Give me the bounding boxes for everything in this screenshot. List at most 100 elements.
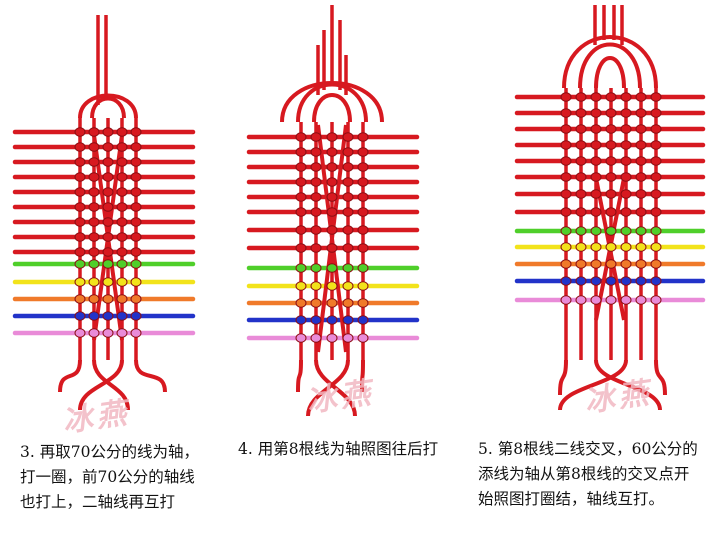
knot (342, 207, 354, 217)
knot (635, 189, 647, 199)
knot (357, 263, 369, 273)
knot (342, 315, 354, 325)
knot (620, 259, 632, 269)
knot (74, 277, 86, 287)
knot (74, 311, 86, 321)
knot (560, 108, 572, 118)
knot (605, 189, 617, 199)
knot (650, 92, 662, 102)
bottom-strand (134, 359, 167, 393)
caption-line: 添线为轴从第8根线的交叉点开 (478, 465, 690, 483)
knot (560, 226, 572, 236)
knot (575, 124, 587, 134)
knot (342, 333, 354, 343)
knot (116, 142, 128, 152)
knot (295, 333, 307, 343)
knot (635, 124, 647, 134)
caption-line: 4. 用第8根线为轴照图往后打 (238, 440, 439, 458)
knot (620, 140, 632, 150)
knot (342, 243, 354, 253)
knot (88, 247, 100, 257)
knot (590, 156, 602, 166)
knot (605, 124, 617, 134)
knot (650, 259, 662, 269)
knot (88, 202, 100, 212)
knot (357, 298, 369, 308)
knot (620, 172, 632, 182)
knot (620, 226, 632, 236)
knot (620, 207, 632, 217)
knot (326, 162, 338, 172)
knot (310, 333, 322, 343)
knot (620, 242, 632, 252)
knot (130, 187, 142, 197)
knot (116, 157, 128, 167)
knot (590, 259, 602, 269)
knot (326, 243, 338, 253)
knot (357, 243, 369, 253)
knot (88, 277, 100, 287)
knot (295, 192, 307, 202)
bottom-strand (360, 359, 365, 393)
knot (88, 157, 100, 167)
knot (326, 225, 338, 235)
knot (342, 132, 354, 142)
top-loop (594, 56, 626, 89)
knot (102, 294, 114, 304)
knot (635, 295, 647, 305)
knot (102, 142, 114, 152)
knot (295, 225, 307, 235)
knot (650, 295, 662, 305)
knot (310, 263, 322, 273)
top-loop (312, 93, 352, 123)
knot (342, 281, 354, 291)
knot (102, 311, 114, 321)
knot (605, 207, 617, 217)
knot (326, 333, 338, 343)
knot (74, 232, 86, 242)
knot (326, 132, 338, 142)
cross-cord (316, 124, 348, 353)
knot (650, 124, 662, 134)
knot (310, 147, 322, 157)
knot (326, 315, 338, 325)
knot (605, 172, 617, 182)
knot (88, 127, 100, 137)
knot (357, 315, 369, 325)
knot (74, 247, 86, 257)
knot (310, 315, 322, 325)
bottom-strand (78, 359, 124, 411)
knot (575, 92, 587, 102)
knot (295, 177, 307, 187)
knot (635, 92, 647, 102)
knot (102, 328, 114, 338)
knot (88, 259, 100, 269)
knot (575, 189, 587, 199)
knot (342, 298, 354, 308)
knot (102, 172, 114, 182)
knot (116, 172, 128, 182)
bottom-strand (654, 359, 667, 396)
knot (590, 124, 602, 134)
knot (116, 277, 128, 287)
knot (650, 242, 662, 252)
knot (605, 226, 617, 236)
knot (295, 147, 307, 157)
caption-line: 也打上，二轴线再互打 (20, 493, 176, 511)
knot (116, 217, 128, 227)
bottom-strand (306, 359, 350, 417)
knot (130, 277, 142, 287)
knot (88, 311, 100, 321)
knot (560, 276, 572, 286)
knot (102, 217, 114, 227)
knot (326, 281, 338, 291)
top-loop (578, 42, 642, 89)
knot (130, 247, 142, 257)
knot (102, 157, 114, 167)
knot (102, 202, 114, 212)
knot (102, 187, 114, 197)
knot (560, 295, 572, 305)
knot (102, 247, 114, 257)
knot (357, 132, 369, 142)
